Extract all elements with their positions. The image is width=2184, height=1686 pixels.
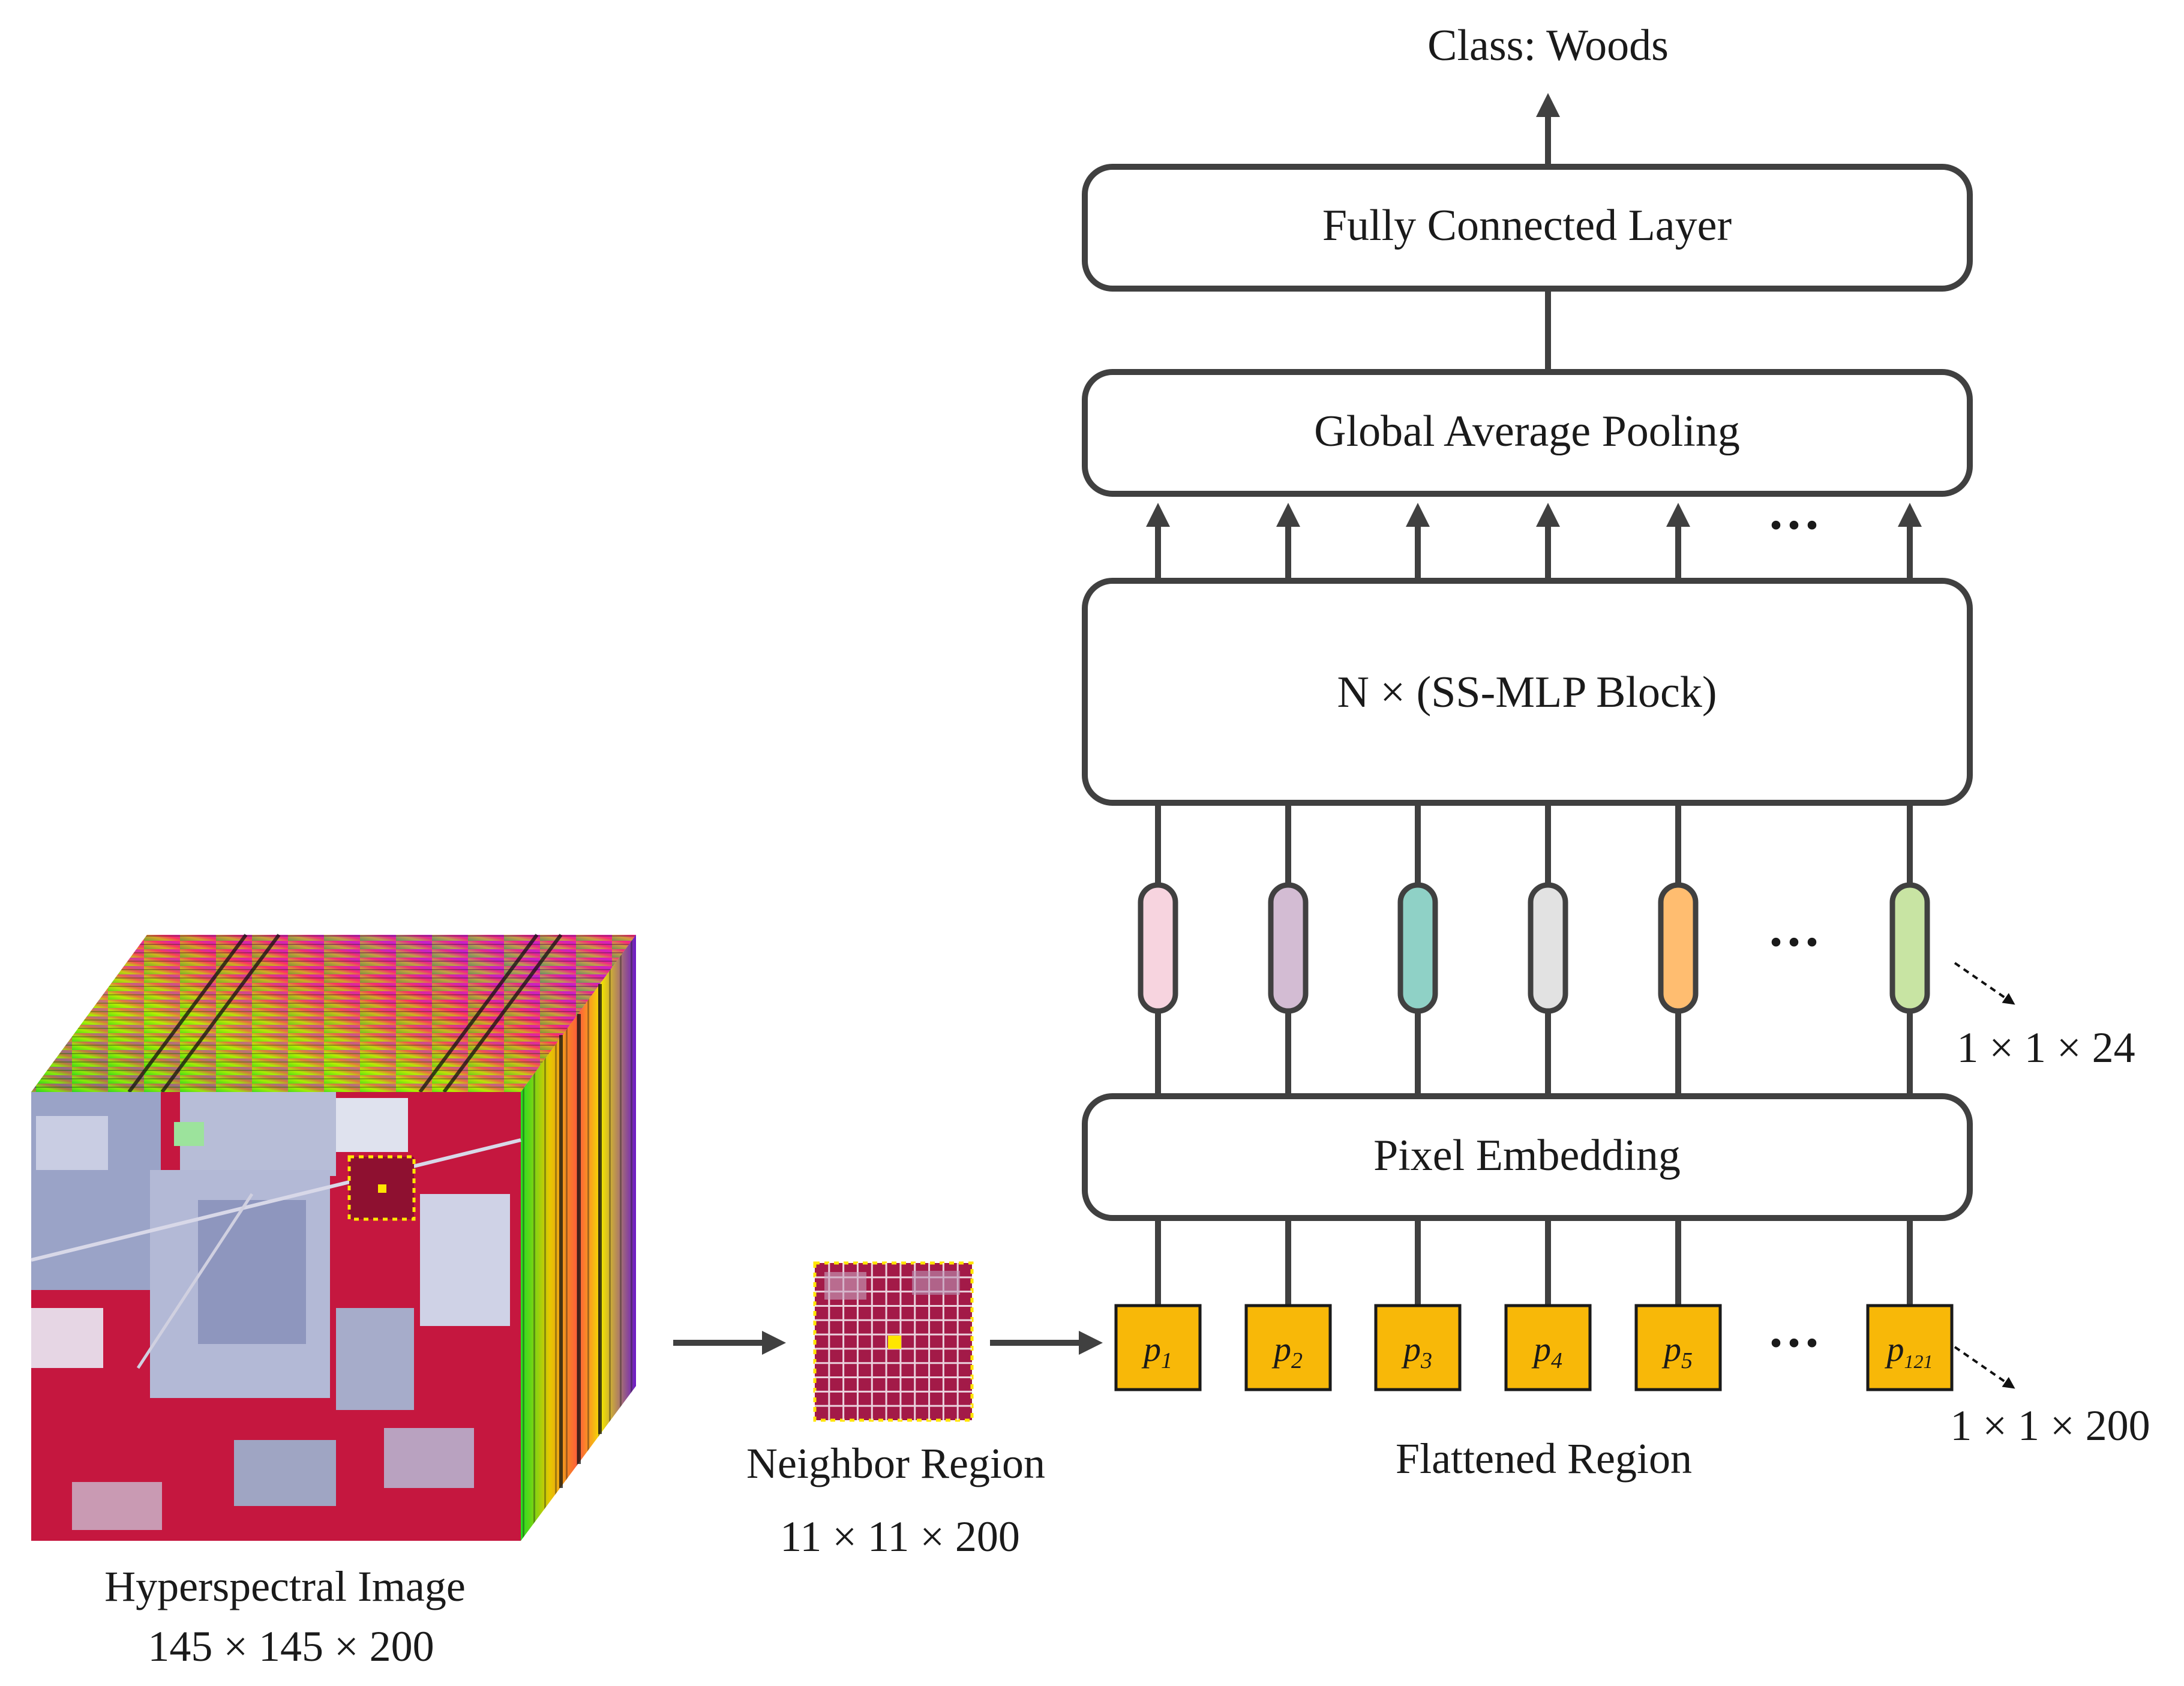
hsi-title: Hyperspectral Image [104, 1562, 466, 1610]
cube-top-stripes [31, 935, 636, 1092]
hsi-dimensions: 145 × 145 × 200 [148, 1622, 434, 1670]
pixel-label-3: p3 [1401, 1330, 1432, 1373]
embedding-token-3 [1397, 882, 1438, 1014]
embedding-dimensions: 1 × 1 × 24 [1957, 1024, 2135, 1072]
pixel-box-6 [1866, 1304, 1954, 1391]
fully-connected-layer-box [1082, 164, 1973, 292]
pixel-dim-pointer [1954, 1346, 2015, 1389]
embedding-tokens [1138, 882, 1930, 1014]
embedding-token-6 [1889, 882, 1930, 1014]
pixel-label-6: p121 [1885, 1330, 1933, 1372]
pixel-embedding-label: Pixel Embedding [1373, 1131, 1681, 1180]
pixel-dimensions: 1 × 1 × 200 [1950, 1402, 2150, 1450]
pooling-ellipsis: ··· [1767, 496, 1821, 555]
pixel-box-3 [1374, 1304, 1462, 1391]
pixel-ellipsis: ··· [1767, 1313, 1821, 1373]
pixel-label-2: p2 [1271, 1330, 1303, 1373]
output-class-label: Class: Woods [1427, 21, 1669, 70]
token-arrows-to-pooling [1146, 503, 1922, 581]
token-ellipsis: ··· [1767, 913, 1821, 972]
neighbor-center-pixel [888, 1336, 901, 1349]
center-pixel-marker [378, 1184, 386, 1193]
pixel-box-2 [1244, 1304, 1332, 1391]
hyperspectral-cube [31, 934, 636, 1541]
pixel-box-5 [1634, 1304, 1722, 1391]
embedding-token-2 [1268, 882, 1309, 1014]
embedding-token-5 [1658, 882, 1699, 1014]
neighbor-dimensions: 11 × 11 × 200 [780, 1513, 1020, 1561]
neighbor-title: Neighbor Region [746, 1439, 1045, 1487]
ss-mlp-blocks-label: N × (SS-MLP Block) [1337, 668, 1717, 717]
pixel-box-1 [1114, 1304, 1202, 1391]
embedding-dim-pointer [1954, 962, 2015, 1005]
global-average-pooling-label: Global Average Pooling [1314, 407, 1740, 456]
embedding-token-4 [1528, 882, 1568, 1014]
pixel-embedding-box [1082, 1093, 1973, 1221]
fully-connected-layer-label: Fully Connected Layer [1322, 201, 1732, 250]
global-average-pooling-box [1082, 369, 1973, 497]
pixel-label-5: p5 [1661, 1330, 1693, 1373]
pixel-label-4: p4 [1531, 1330, 1562, 1373]
pixel-box-4 [1504, 1304, 1592, 1391]
hyperspectral-front-face [31, 1092, 521, 1541]
embedding-token-1 [1138, 882, 1178, 1014]
flattened-pixels: p1 p2 p3 p4 p5 p121 [1114, 1304, 1954, 1391]
flattened-region-label: Flattened Region [1396, 1435, 1692, 1483]
cube-band-lines [127, 934, 602, 1488]
pixel-label-1: p1 [1141, 1330, 1172, 1373]
pixel-to-embedding-lines [1155, 1218, 1913, 1306]
neighbor-region-patch [813, 1261, 974, 1422]
ss-mlp-blocks-box [1082, 578, 1973, 806]
